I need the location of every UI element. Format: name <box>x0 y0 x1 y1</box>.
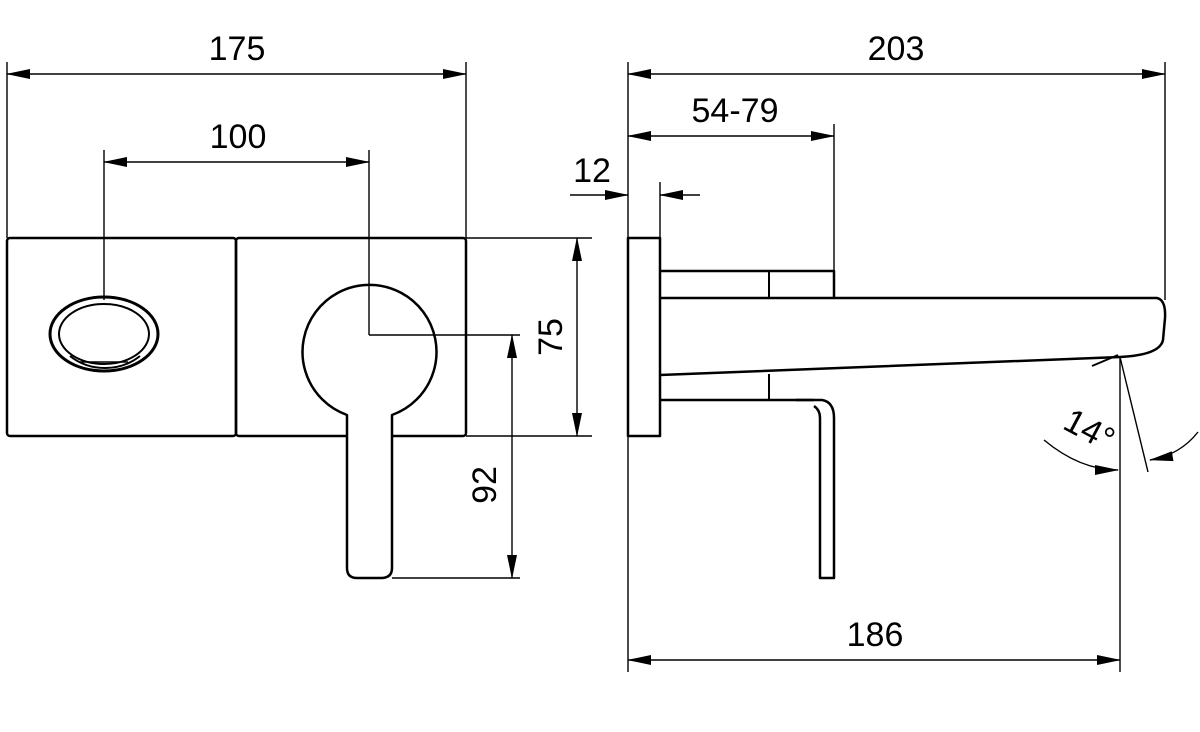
angle-ray <box>1119 356 1149 473</box>
left-cover-plate <box>5 236 238 438</box>
side-lever <box>796 398 836 580</box>
angle-arc <box>1043 439 1119 475</box>
front-view <box>5 236 468 580</box>
label-54-79: 54-79 <box>692 92 779 130</box>
body-top <box>660 269 836 298</box>
front-dimension-lines <box>6 62 592 579</box>
label-186: 186 <box>847 616 904 654</box>
lever-handle-icon <box>301 283 438 580</box>
label-75: 75 <box>532 318 570 356</box>
label-12: 12 <box>573 152 611 190</box>
label-14-deg: 14° <box>1058 401 1121 459</box>
label-203: 203 <box>868 30 925 68</box>
side-plate <box>626 236 662 438</box>
label-92: 92 <box>466 466 504 504</box>
label-175: 175 <box>209 30 266 68</box>
spout-aerator <box>1091 354 1119 367</box>
angle-arc-right <box>1149 431 1199 462</box>
side-dimension-lines <box>570 62 1199 672</box>
spout-outlet-icon <box>48 295 160 373</box>
spout-profile <box>659 296 1167 377</box>
label-100: 100 <box>210 118 267 156</box>
